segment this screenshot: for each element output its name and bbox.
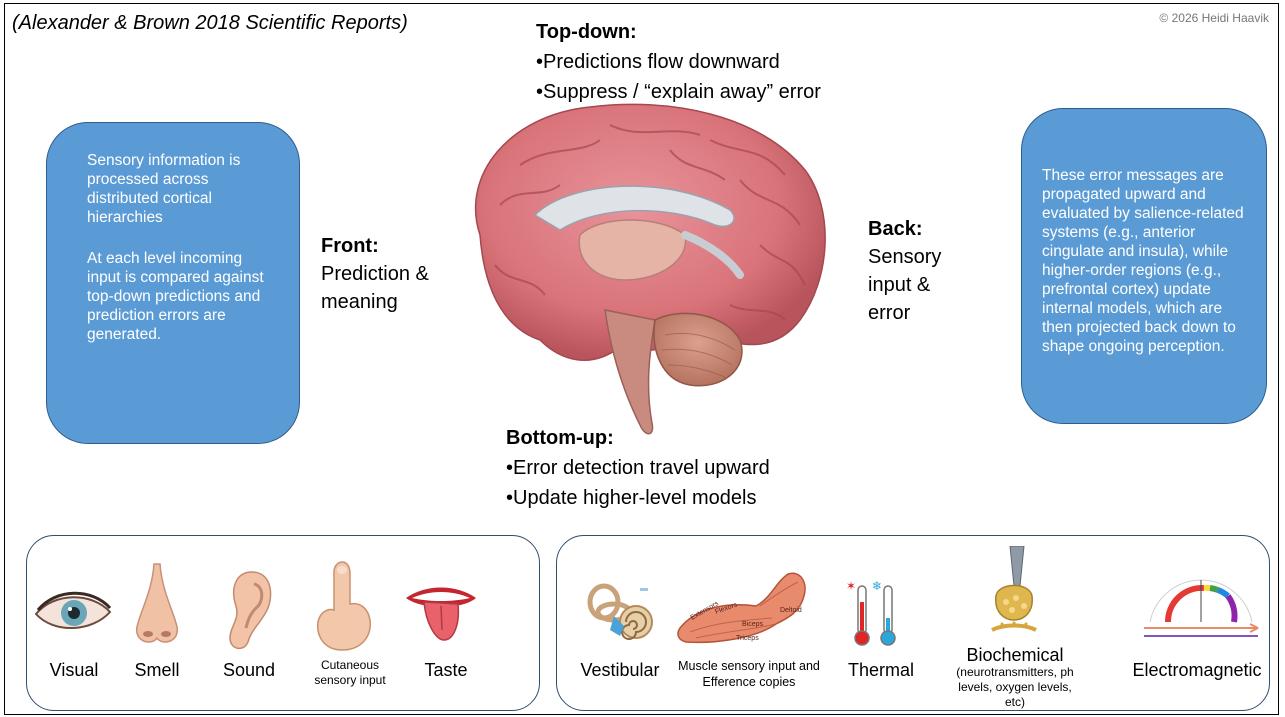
sense-label-sound: Sound bbox=[212, 660, 286, 680]
svg-text:❄: ❄ bbox=[872, 579, 882, 593]
right-info-box: These error messages are propagated upwa… bbox=[1021, 108, 1267, 424]
sense-label-smell: Smell bbox=[120, 660, 194, 680]
muscle-label: Biceps bbox=[742, 621, 764, 628]
left-box-paragraph: Sensory information is processed across … bbox=[87, 151, 279, 227]
sense-label-biochemical: Biochemical (neurotransmitters, ph level… bbox=[950, 645, 1080, 710]
muscle-label: Deltoid bbox=[780, 607, 802, 614]
thermometer-icon: ✶ ❄ bbox=[846, 578, 902, 652]
eye-icon bbox=[34, 586, 112, 638]
right-box-text: These error messages are propagated upwa… bbox=[1042, 166, 1252, 356]
sense-label-muscle: Muscle sensory input and Efference copie… bbox=[678, 658, 820, 690]
top-down-bullet: •Predictions flow downward bbox=[536, 47, 821, 77]
nose-icon bbox=[132, 562, 182, 648]
brain-icon bbox=[440, 85, 840, 445]
spectrum-icon bbox=[1138, 566, 1264, 640]
ear-icon bbox=[222, 568, 274, 652]
sense-label-cutaneous: Cutaneous sensory input bbox=[300, 658, 400, 688]
left-info-box: Sensory information is processed across … bbox=[46, 122, 300, 444]
muscle-icon: Extensors Flexors Biceps Triceps Deltoid bbox=[676, 568, 816, 648]
copyright: © 2026 Heidi Haavik bbox=[1159, 11, 1269, 25]
sense-label-vestibular: Vestibular bbox=[570, 660, 670, 680]
inner-ear-icon bbox=[580, 582, 660, 648]
back-heading: Back: bbox=[868, 215, 958, 243]
finger-icon bbox=[312, 560, 374, 652]
back-label: Back: Sensory input & error bbox=[868, 215, 958, 327]
front-text: Prediction & meaning bbox=[321, 260, 451, 316]
synapse-icon bbox=[984, 546, 1044, 638]
back-text: Sensory input & error bbox=[868, 243, 958, 327]
front-heading: Front: bbox=[321, 232, 451, 260]
left-box-paragraph: At each level incoming input is compared… bbox=[87, 249, 279, 344]
muscle-label: Triceps bbox=[736, 635, 759, 642]
sense-label-thermal: Thermal bbox=[846, 660, 916, 680]
sense-label-visual: Visual bbox=[34, 660, 114, 680]
bottom-up-bullet: •Error detection travel upward bbox=[506, 453, 770, 483]
biochemical-title: Biochemical bbox=[966, 645, 1063, 665]
bottom-up-bullet: •Update higher-level models bbox=[506, 483, 770, 513]
sense-label-taste: Taste bbox=[406, 660, 486, 680]
svg-text:✶: ✶ bbox=[846, 579, 856, 593]
biochemical-subtitle: (neurotransmitters, ph levels, oxygen le… bbox=[950, 665, 1080, 710]
sense-label-electromagnetic: Electromagnetic bbox=[1122, 660, 1272, 680]
citation: (Alexander & Brown 2018 Scientific Repor… bbox=[12, 12, 408, 35]
front-label: Front: Prediction & meaning bbox=[321, 232, 451, 316]
tongue-icon bbox=[402, 580, 480, 644]
top-down-heading: Top-down: bbox=[536, 17, 821, 47]
